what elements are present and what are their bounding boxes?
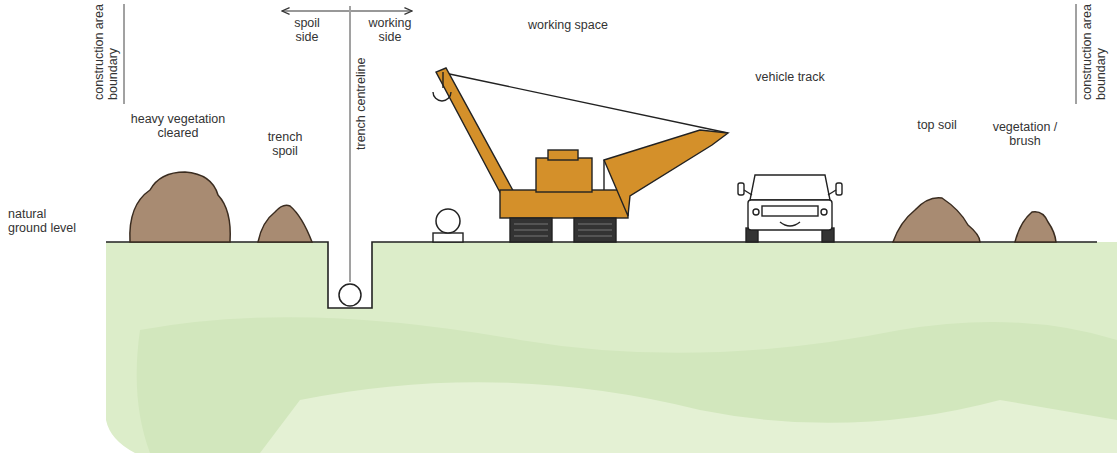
natural-ground-line <box>106 242 1097 308</box>
pipe <box>436 209 460 233</box>
topsoil-mound <box>893 198 980 242</box>
area-label: working space <box>528 18 608 32</box>
boundary-label: construction area boundary <box>92 0 120 100</box>
side-label: spoil side <box>282 16 332 44</box>
spoil-side-arrow <box>282 10 349 11</box>
spoil-mound <box>258 205 312 242</box>
ground-shade <box>260 382 1117 453</box>
ground-label: natural ground level <box>8 207 82 235</box>
boundary-line <box>124 4 125 104</box>
centreline-label: trench centreline <box>354 10 368 150</box>
pipe <box>339 284 361 306</box>
working-side-arrow <box>351 10 412 11</box>
ground-shade <box>137 317 1117 453</box>
side-label: working side <box>360 16 420 44</box>
vehicle <box>738 175 842 242</box>
trench-centreline <box>350 6 351 282</box>
spoil-label: top soil <box>902 118 972 132</box>
vegetation-mound <box>130 172 230 242</box>
brush-mound <box>1015 212 1056 242</box>
boundary-label: construction area boundary <box>1080 0 1108 100</box>
area-label: vehicle track <box>740 70 840 84</box>
spoil-label: vegetation / brush <box>985 120 1065 148</box>
spoil-label: heavy vegetation cleared <box>128 112 228 140</box>
pipe-skid <box>433 233 463 242</box>
boundary-line <box>1076 4 1077 104</box>
spoil-label: trench spoil <box>255 130 315 158</box>
ground <box>106 242 1117 453</box>
sideboom-machine <box>433 68 728 242</box>
